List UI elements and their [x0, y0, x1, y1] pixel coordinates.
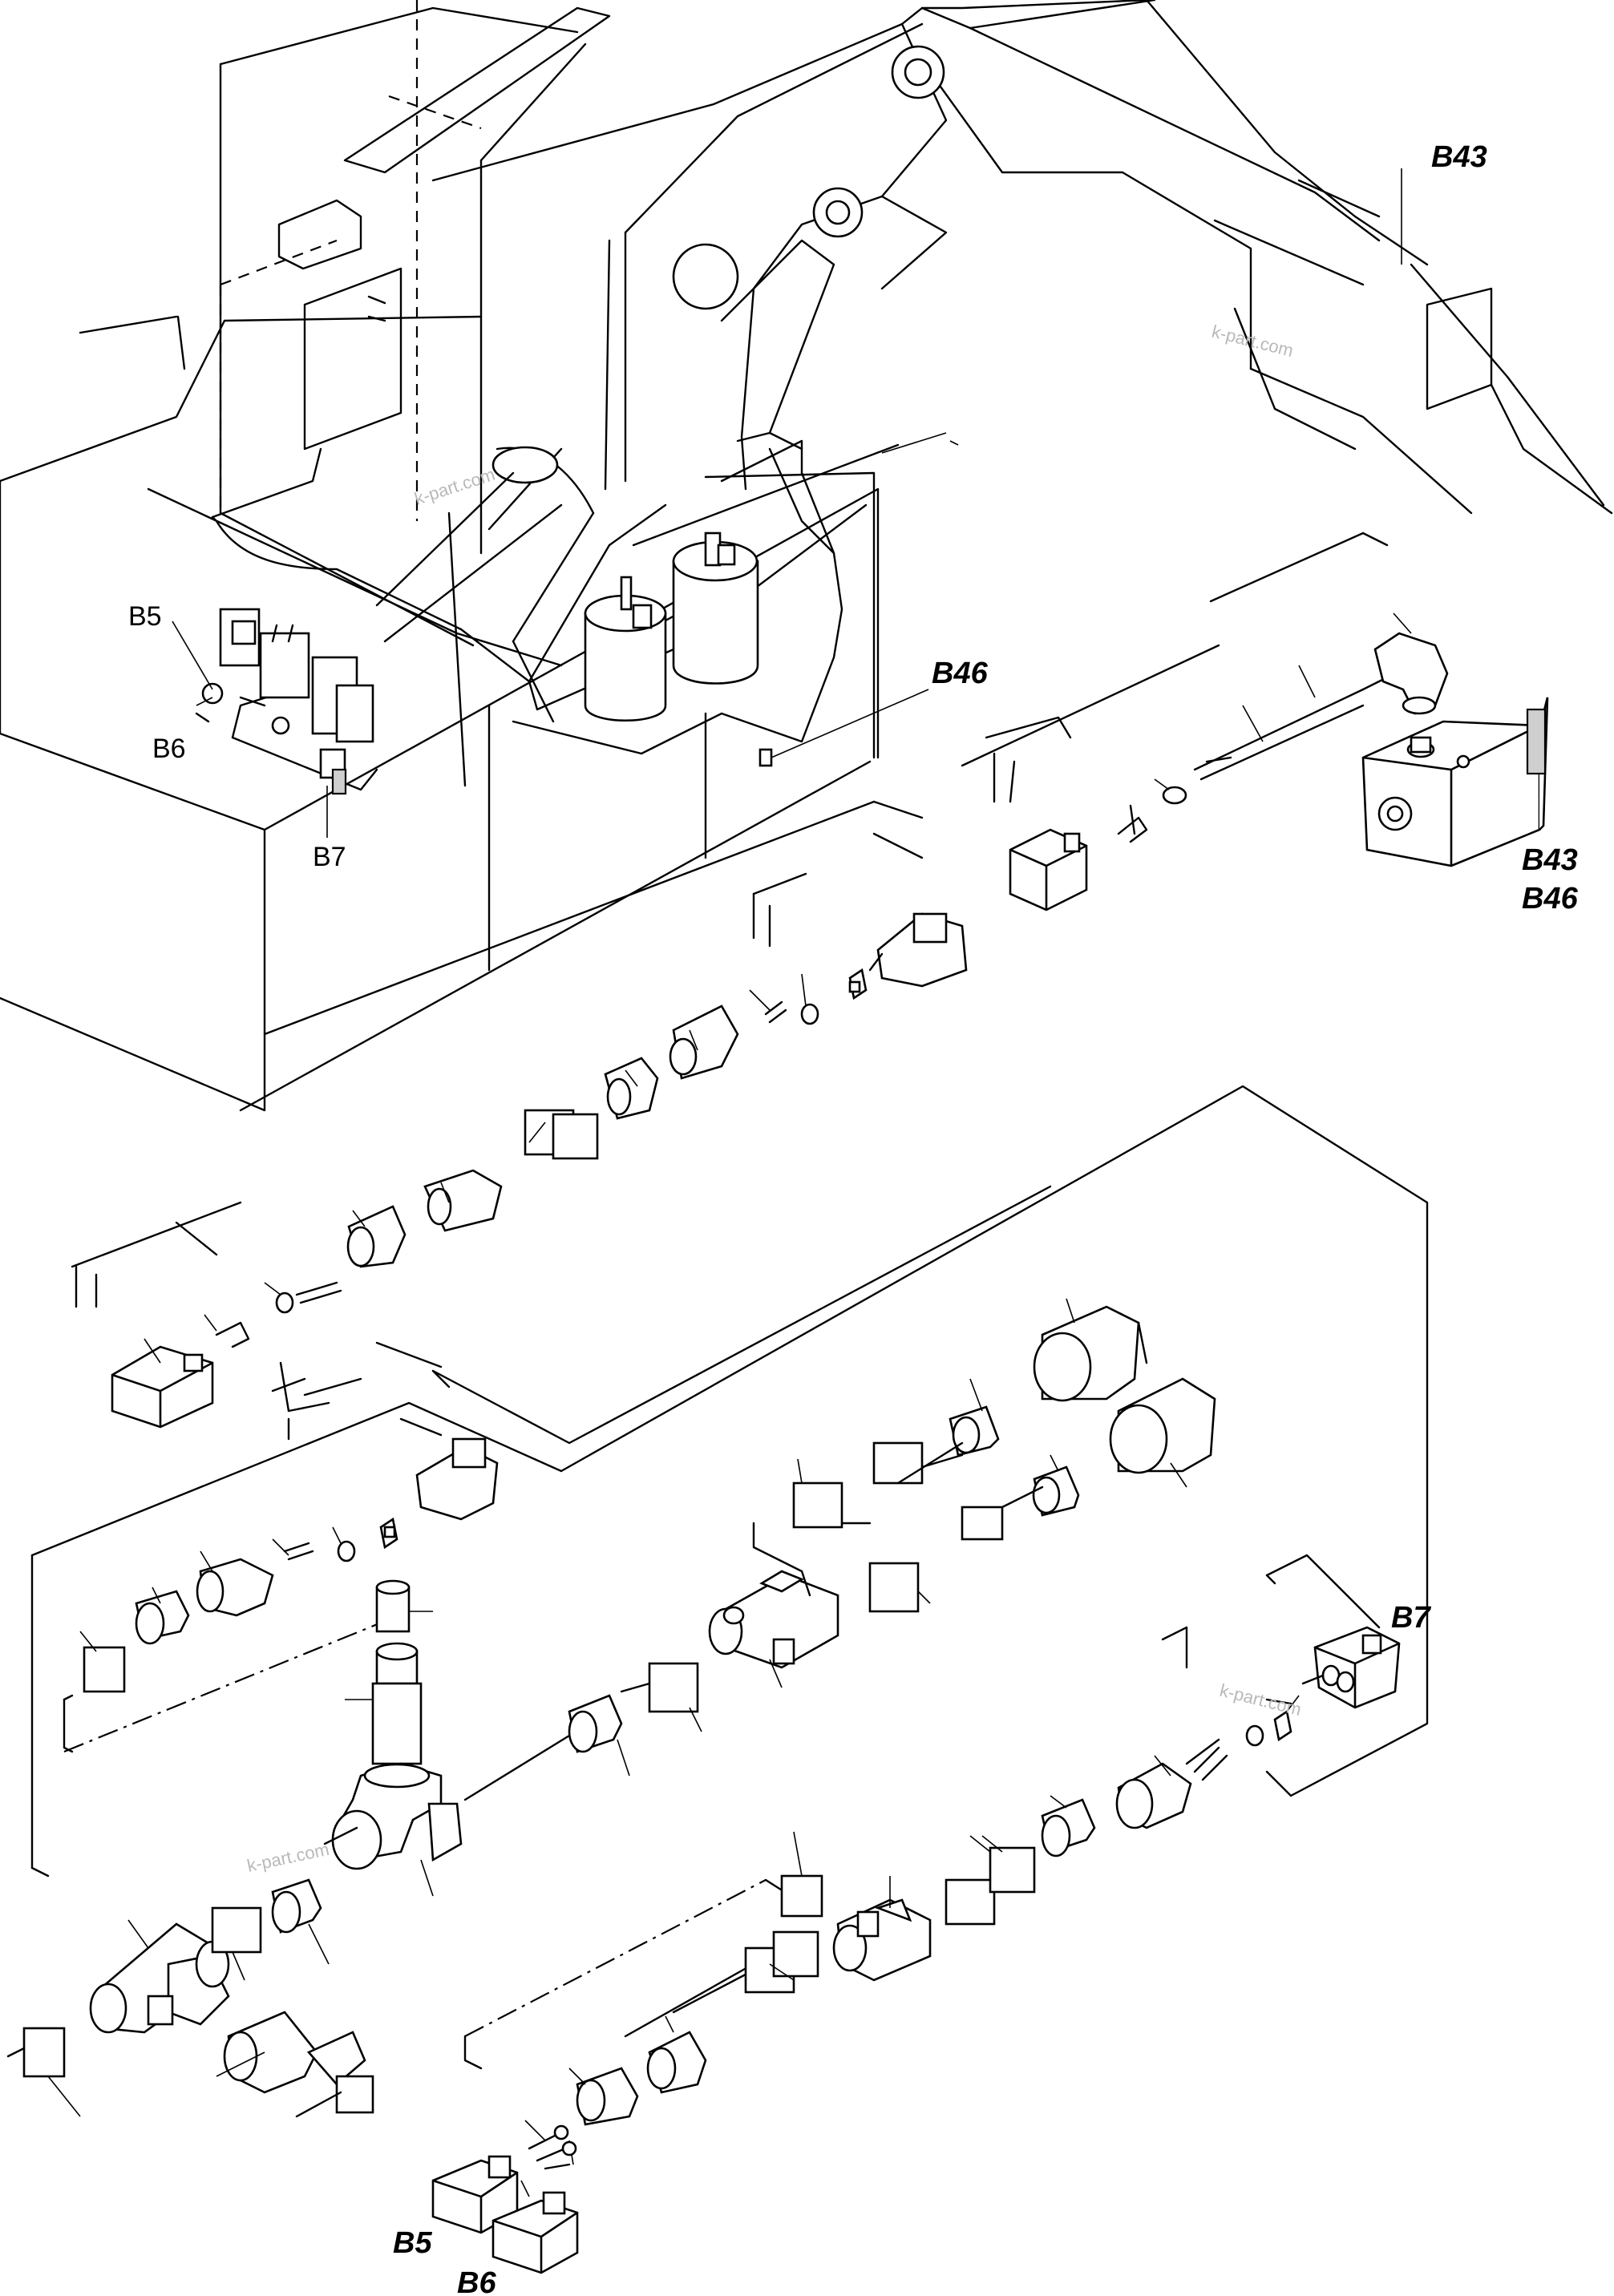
watermark-4: k-part.com: [1218, 1680, 1304, 1720]
label-b46-right: B46: [1522, 882, 1579, 916]
middle-connector-chain: [71, 800, 968, 1429]
label-b7-right: B7: [1391, 1601, 1431, 1635]
label-b7-top: B7: [313, 842, 346, 872]
filter-canisters: [584, 532, 759, 722]
upper-right-fittings: [752, 1298, 1216, 1613]
machine-frame: [0, 0, 880, 1112]
leader-lines-top: [172, 168, 1402, 838]
center-chain-left: [463, 1662, 702, 1801]
valve-block-cluster: [195, 608, 378, 795]
label-b43-top: B43: [1431, 140, 1487, 174]
lower-frame: [30, 1085, 1429, 2070]
label-b5-top: B5: [128, 601, 162, 632]
lower-right-chain: [431, 1626, 1401, 2274]
watermark-2: k-part.com: [412, 464, 498, 509]
label-b5-bottom: B5: [393, 2226, 432, 2260]
vertical-tee-stack: [323, 1579, 463, 1897]
lower-left-tee: [6, 1878, 374, 2118]
middle-left-chain: [79, 1377, 499, 1693]
boom-arm: [375, 0, 1613, 759]
pressure-sensor-assembly: [961, 532, 1549, 912]
watermark-3: k-part.com: [245, 1839, 331, 1876]
label-b46-mid: B46: [932, 657, 989, 690]
b46-sensor: [758, 748, 773, 767]
callout-labels: B43 B46 B5 B6 B7 B43 B46 B7 B5 B6: [128, 140, 1579, 2296]
tee-fitting-center: [708, 1570, 839, 1688]
label-b43-right: B43: [1522, 843, 1578, 877]
label-b6-top: B6: [152, 734, 186, 764]
label-b6-bottom: B6: [457, 2266, 496, 2296]
